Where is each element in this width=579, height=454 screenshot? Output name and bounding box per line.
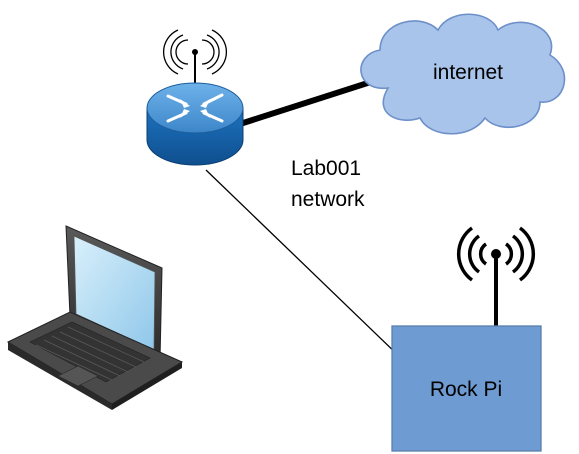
laptop-icon xyxy=(6,225,184,410)
rockpi-box xyxy=(391,325,542,452)
internet-label: internet xyxy=(433,61,503,84)
internet-cloud: internet xyxy=(360,13,566,135)
network-label-line1: Lab001 xyxy=(291,157,361,180)
rockpi: Rock Pi xyxy=(391,226,542,452)
router xyxy=(146,29,244,166)
antenna-icon xyxy=(456,226,536,326)
link-router-rockpi xyxy=(205,169,404,361)
cloud-icon xyxy=(360,13,566,135)
wireless-router-icon xyxy=(146,29,244,166)
rockpi-label: Rock Pi xyxy=(430,378,502,401)
network-label-line2: network xyxy=(291,188,365,211)
laptop xyxy=(6,225,184,410)
